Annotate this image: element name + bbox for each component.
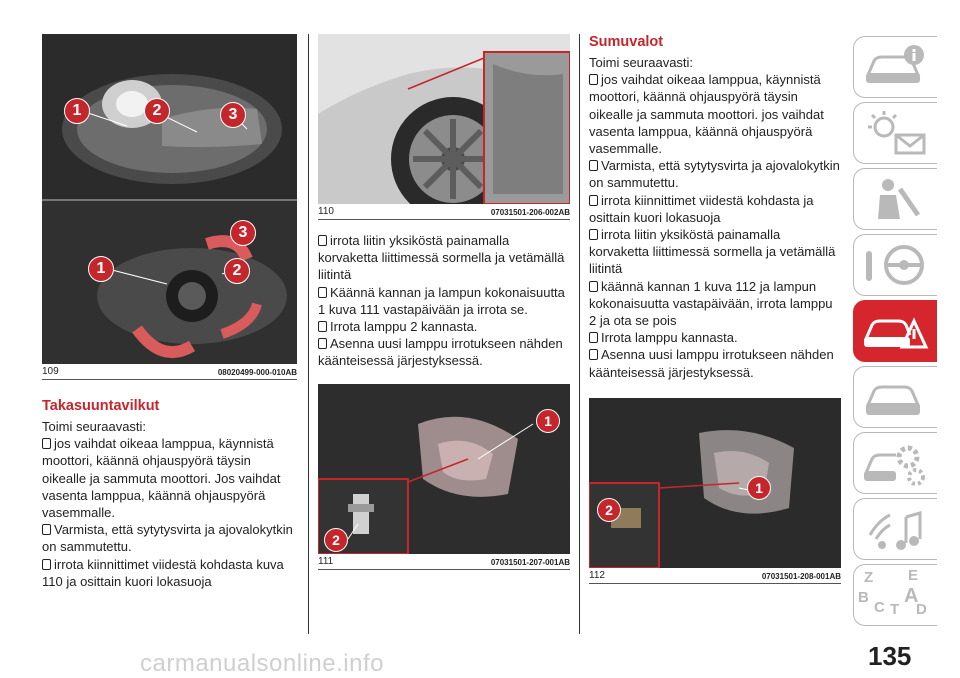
marker-1: 1 bbox=[64, 98, 90, 124]
figure-111-caption: 111 07031501-207-001AB bbox=[318, 554, 570, 570]
tab-car-emergency[interactable] bbox=[853, 300, 937, 362]
airbag-seat-icon bbox=[878, 179, 921, 219]
column-divider bbox=[579, 34, 580, 634]
figure-number: 110 bbox=[318, 206, 334, 217]
tab-multimedia[interactable] bbox=[853, 498, 937, 560]
index-letter: B bbox=[858, 589, 869, 606]
figure-number: 111 bbox=[318, 555, 334, 567]
section-heading-sumuvalot: Sumuvalot bbox=[589, 34, 664, 50]
left-column: 1 2 3 1 2 3 109 08020499-000-010AB Takas… bbox=[42, 34, 297, 590]
car-emergency-icon bbox=[864, 317, 929, 349]
figure-109-image: 1 2 3 1 2 3 bbox=[42, 34, 297, 364]
checkbox-icon bbox=[42, 438, 51, 450]
index-letter: T bbox=[890, 601, 900, 618]
marker-2: 2 bbox=[597, 498, 621, 522]
marker-2: 2 bbox=[324, 527, 348, 552]
marker-3: 3 bbox=[230, 220, 256, 246]
step-item: Asenna uusi lamppu irrotukseen nähden kä… bbox=[318, 336, 563, 369]
tab-alphabetical-index[interactable]: Z E B A C T D bbox=[853, 564, 937, 626]
column-divider bbox=[308, 34, 309, 634]
tab-technical-data[interactable] bbox=[853, 432, 937, 494]
marker-1: 1 bbox=[88, 256, 114, 282]
checkbox-icon bbox=[589, 194, 598, 206]
step-item: käännä kannan 1 kuva 112 ja lampun kokon… bbox=[589, 278, 833, 329]
step-item: Varmista, että sytytysvirta ja ajovaloky… bbox=[589, 158, 840, 191]
marker-2: 2 bbox=[144, 98, 170, 124]
tab-dashboard-lights[interactable] bbox=[853, 102, 937, 164]
middle-text: irrota liitin yksiköstä painamalla korva… bbox=[318, 232, 570, 370]
tab-airbag-seat[interactable] bbox=[853, 168, 937, 230]
right-column: Sumuvalot Toimi seuraavasti: jos vaihdat… bbox=[589, 34, 841, 381]
left-text: Takasuuntavilkut Toimi seuraavasti: jos … bbox=[42, 398, 297, 590]
checkbox-icon bbox=[42, 558, 51, 570]
index-letter: E bbox=[908, 567, 919, 584]
step-item: irrota liitin yksiköstä painamalla korva… bbox=[589, 227, 836, 277]
figure-112-image: 1 2 bbox=[589, 398, 841, 568]
watermark-text: carmanualsonline.info bbox=[140, 650, 384, 677]
multimedia-icon bbox=[868, 511, 922, 550]
gears-icon bbox=[864, 445, 925, 486]
step-item: Asenna uusi lamppu irrotukseen nähden kä… bbox=[589, 347, 834, 380]
bulb-holder-illustration bbox=[318, 383, 570, 554]
checkbox-icon bbox=[318, 235, 327, 246]
step-item: jos vaihdat oikeaa lamppua, käynnistä mo… bbox=[589, 72, 824, 157]
figure-code: 07031501-206-002AB bbox=[490, 208, 570, 217]
index-letter: Z bbox=[864, 569, 874, 586]
tab-car-maintenance[interactable] bbox=[853, 366, 937, 428]
marker-1: 1 bbox=[747, 476, 771, 500]
step-item: irrota kiinnittimet viidestä kohdasta ku… bbox=[42, 556, 284, 589]
page-number: 135 bbox=[868, 641, 912, 671]
step-item: Irrota lamppu 2 kannasta. bbox=[318, 318, 570, 335]
figure-number: 109 bbox=[42, 366, 59, 377]
middle-column: 110 07031501-206-002AB irrota liitin yks… bbox=[318, 34, 570, 570]
alphabetical-index-icon: Z E B A C T D bbox=[854, 565, 934, 625]
figure-111-image: 1 2 bbox=[318, 383, 570, 554]
figure-code: 08020499-000-010AB bbox=[217, 368, 297, 377]
figure-code: 07031501-208-001AB bbox=[761, 572, 841, 581]
intro-text: Toimi seuraavasti: bbox=[589, 55, 694, 70]
marker-2: 2 bbox=[224, 258, 250, 284]
checkbox-icon bbox=[589, 280, 598, 292]
checkbox-icon bbox=[589, 160, 598, 172]
tab-car-info[interactable] bbox=[853, 36, 937, 98]
step-item: Käännä kannan ja lampun kokonaisuutta 1 … bbox=[318, 284, 565, 317]
dashboard-lights-icon bbox=[868, 111, 926, 155]
step-item: Varmista, että sytytysvirta ja ajovaloky… bbox=[42, 522, 293, 555]
step-item: Irrota lamppu kannasta. bbox=[589, 329, 841, 346]
checkbox-icon bbox=[589, 349, 598, 361]
car-maintenance-icon bbox=[865, 385, 921, 415]
section-heading-takasuuntavilkut: Takasuuntavilkut bbox=[42, 398, 160, 414]
figure-number: 112 bbox=[589, 570, 605, 581]
fog-lamp-illustration bbox=[589, 398, 841, 568]
marker-3: 3 bbox=[220, 102, 246, 128]
taillight-illustration bbox=[42, 34, 297, 364]
figure-110-caption: 110 07031501-206-002AB bbox=[318, 204, 570, 220]
steering-wheel-icon bbox=[866, 245, 924, 285]
checkbox-icon bbox=[42, 524, 51, 536]
index-letter: D bbox=[916, 601, 927, 618]
checkbox-icon bbox=[589, 74, 598, 86]
tab-steering-wheel[interactable] bbox=[853, 234, 937, 296]
right-text: Sumuvalot Toimi seuraavasti: jos vaihdat… bbox=[589, 34, 841, 381]
wheel-arch-illustration bbox=[318, 34, 570, 204]
step-item: irrota kiinnittimet viidestä kohdasta ja… bbox=[589, 192, 814, 225]
car-info-icon bbox=[865, 45, 924, 83]
figure-code: 07031501-207-001AB bbox=[490, 557, 570, 567]
checkbox-icon bbox=[589, 229, 598, 241]
checkbox-icon bbox=[318, 286, 327, 298]
index-letter: C bbox=[874, 599, 885, 616]
marker-1: 1 bbox=[536, 408, 560, 433]
step-item: jos vaihdat oikeaa lamppua, käynnistä mo… bbox=[42, 436, 281, 521]
step-item: irrota liitin yksiköstä painamalla korva… bbox=[318, 233, 565, 283]
index-letter: A bbox=[904, 585, 919, 607]
intro-text: Toimi seuraavasti: bbox=[42, 419, 147, 434]
checkbox-icon bbox=[318, 338, 327, 350]
checkbox-icon bbox=[589, 332, 598, 344]
figure-110-image bbox=[318, 34, 570, 204]
figure-112-caption: 112 07031501-208-001AB bbox=[589, 568, 841, 584]
figure-109-caption: 109 08020499-000-010AB bbox=[42, 364, 297, 380]
checkbox-icon bbox=[318, 321, 327, 333]
